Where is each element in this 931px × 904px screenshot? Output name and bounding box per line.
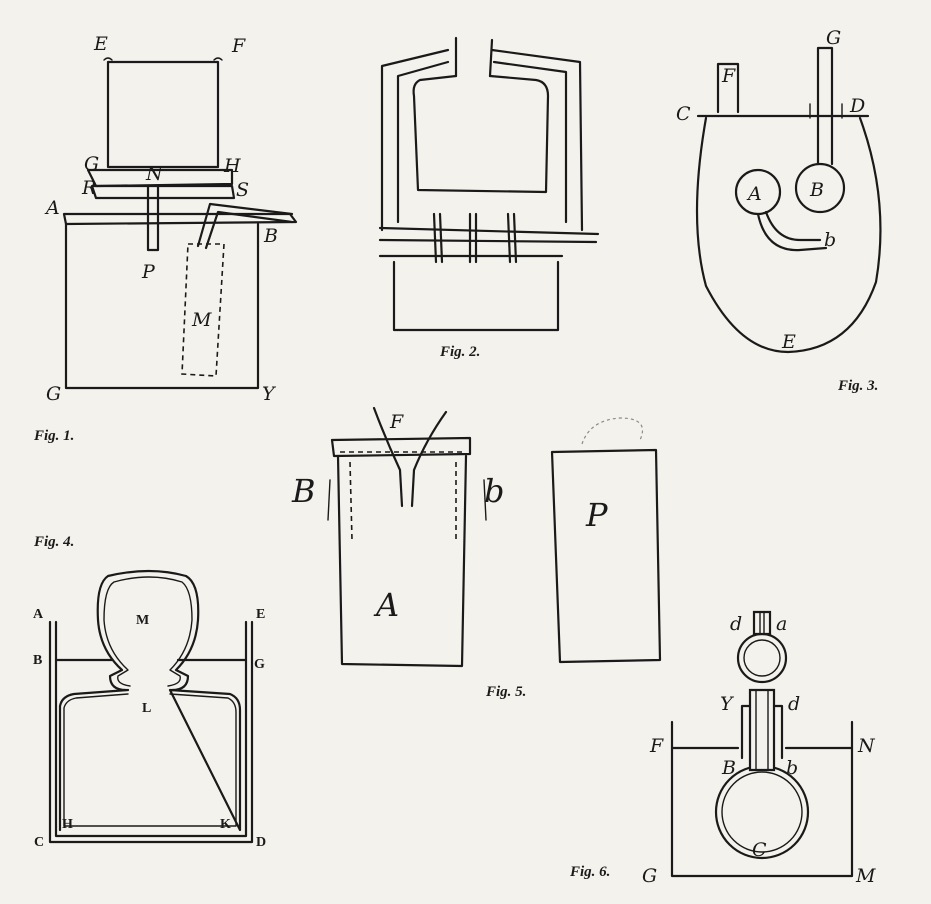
fig1-label-a: A	[44, 197, 60, 219]
fig1-label-r: R	[81, 177, 96, 199]
fig2-caption: Fig. 2.	[439, 344, 480, 360]
fig6-label-d-right: d	[788, 693, 800, 715]
figure-2: Fig. 2.	[378, 36, 600, 360]
fig5-label-f: F	[389, 411, 404, 433]
fig3-label-a: A	[746, 183, 762, 205]
fig1-plate	[90, 184, 236, 200]
fig6-label-b: B	[721, 757, 736, 779]
fig1-bent-tube	[196, 202, 294, 250]
figure-4: A E M B G L C H K D Fig. 4.	[33, 534, 266, 850]
fig5-inner-wall	[340, 451, 464, 541]
fig4-label-d: D	[256, 835, 266, 850]
fig1-label-g-bottom: G	[46, 383, 61, 405]
fig6-label-a: a	[776, 613, 787, 635]
fig1-caption: Fig. 1.	[33, 428, 74, 444]
fig5-vessel-p	[550, 448, 662, 664]
fig3-tube-f	[716, 62, 740, 114]
fig4-label-k: K	[220, 817, 231, 832]
fig5-label-b: B	[291, 472, 316, 510]
fig6-label-y: Y	[720, 693, 735, 715]
fig3-connecting-tube	[756, 210, 828, 252]
fig1-upper-vessel	[106, 60, 220, 169]
fig3-label-e: E	[781, 331, 796, 353]
fig6-label-m: M	[855, 865, 876, 887]
fig1-lid	[62, 212, 298, 226]
fig6-caption: Fig. 6.	[569, 864, 610, 880]
fig5-label-p: P	[585, 496, 608, 534]
fig3-label-g: G	[826, 27, 841, 49]
fig5-vessel-a	[336, 454, 468, 668]
fig4-label-a: A	[33, 607, 44, 622]
fig2-tube-2	[468, 212, 478, 264]
fig4-label-h: H	[62, 817, 73, 832]
fig1-lower-vessel	[64, 222, 260, 390]
fig5-caption: Fig. 5.	[485, 684, 526, 700]
fig2-inner-vessel	[412, 74, 550, 194]
fig3-tube-g	[816, 46, 834, 166]
fig4-label-g: G	[254, 657, 265, 672]
figure-1: E F G H N R S A B P M G Y Fig. 1.	[33, 33, 298, 444]
fig1-collar	[86, 168, 234, 188]
fig2-lower-vessel	[378, 254, 564, 332]
fig3-caption: Fig. 3.	[837, 378, 878, 394]
fig4-inner-vessel	[58, 688, 242, 832]
fig4-outer-wall-inner	[54, 620, 248, 838]
fig6-label-b-small: b	[786, 757, 798, 779]
fig6-upper-bulb	[736, 632, 788, 684]
fig3-label-c: C	[676, 103, 691, 125]
figure-6: d a Y d F N B b C G M Fig. 6.	[569, 610, 876, 887]
fig5-cap	[330, 436, 472, 458]
fig4-label-m: M	[136, 613, 149, 628]
fig1-stem	[146, 184, 160, 252]
fig1-immersed-tube	[181, 243, 225, 377]
fig4-outer-vessel	[48, 620, 254, 844]
fig2-tube-3	[506, 212, 518, 264]
fig6-vessel	[670, 720, 854, 878]
figure-3: F G C D A B b E Fig. 3.	[676, 27, 882, 394]
fig2-tube-1	[432, 212, 444, 264]
fig3-label-f: F	[721, 65, 736, 87]
fig1-label-p: P	[141, 261, 156, 283]
fig5-label-b-small: b	[484, 472, 504, 510]
fig1-label-y: Y	[262, 383, 277, 405]
fig2-inner-jacket	[396, 60, 568, 224]
fig1-label-g-top: G	[84, 153, 99, 175]
fig4-label-l: L	[142, 701, 151, 716]
fig3-bulb-b	[794, 162, 846, 214]
fig6-label-d-left: d	[730, 613, 742, 635]
fig3-label-b-small: b	[824, 229, 836, 251]
fig1-label-b: B	[263, 225, 278, 247]
fig6-top-tube	[752, 610, 772, 636]
fig6-label-n: N	[857, 735, 876, 757]
fig1-label-h: H	[223, 155, 241, 177]
fig1-label-n: N	[145, 163, 164, 185]
fig6-label-c: C	[752, 839, 767, 861]
fig3-label-d: D	[849, 95, 865, 117]
fig3-jar	[695, 116, 882, 354]
fig5-funnel-f	[372, 406, 448, 508]
fig4-caption: Fig. 4.	[33, 534, 74, 550]
fig6-sleeve	[740, 704, 784, 760]
figure-5: F B b A P Fig. 5.	[291, 406, 662, 700]
fig5-p-top	[581, 417, 644, 445]
fig5-label-a: A	[373, 586, 399, 624]
fig4-label-e: E	[256, 607, 265, 622]
fig2-plate	[378, 226, 600, 244]
fig1-label-s: S	[236, 179, 249, 201]
fig6-flask-neck	[748, 688, 776, 772]
fig1-label-e: E	[93, 33, 108, 55]
fig4-flask-m	[96, 569, 200, 692]
fig4-label-b: B	[33, 653, 42, 668]
fig2-outer-jacket	[380, 48, 584, 232]
fig4-label-c: C	[34, 835, 44, 850]
fig2-neck	[454, 36, 494, 78]
fig3-label-b: B	[809, 179, 824, 201]
fig6-label-f: F	[649, 735, 664, 757]
fig1-label-m: M	[191, 309, 212, 331]
fig6-label-g: G	[642, 865, 657, 887]
fig1-label-f: F	[231, 35, 246, 57]
